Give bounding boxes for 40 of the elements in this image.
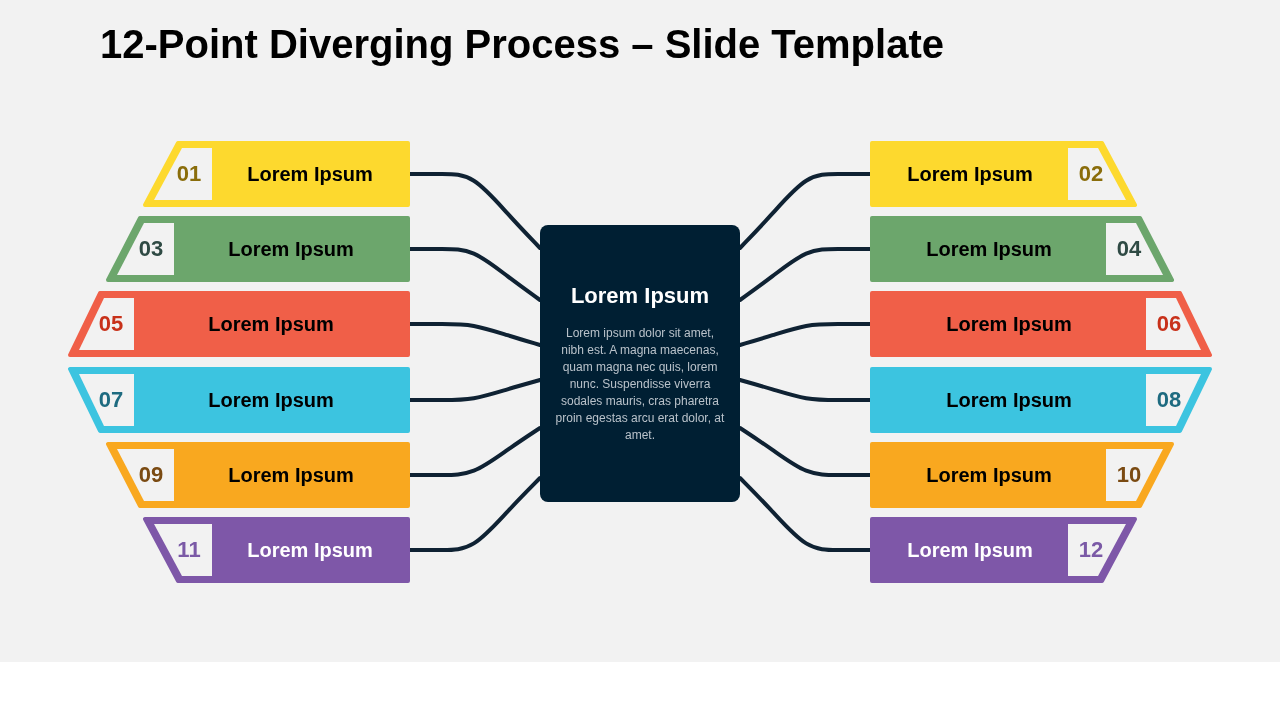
step-number: 06 (1155, 313, 1183, 335)
step-tag (145, 519, 408, 581)
step-tag (872, 143, 1135, 205)
step-label: Lorem Ipsum (946, 390, 1072, 410)
step-label: Lorem Ipsum (946, 314, 1072, 334)
step-number: 12 (1077, 539, 1105, 561)
step-number: 05 (97, 313, 125, 335)
step-tag (872, 444, 1172, 506)
step-number: 04 (1115, 238, 1143, 260)
step-number: 11 (176, 539, 202, 561)
step-number: 02 (1077, 163, 1105, 185)
step-number: 03 (137, 238, 165, 260)
slide-title: 12-Point Diverging Process – Slide Template (100, 22, 944, 67)
step-number: 10 (1115, 464, 1143, 486)
step-tag (872, 369, 1210, 431)
step-label: Lorem Ipsum (228, 239, 354, 259)
step-tag (108, 218, 408, 280)
step-number: 08 (1155, 389, 1183, 411)
center-card (540, 225, 740, 502)
step-tag (70, 369, 408, 431)
card-body-text: Lorem ipsum dolor sit amet, nibh est. A magna maecenas, quam magna nec quis, lorem nunc. Suspendisse viverra sodales mauris, cras pharetra proin egestas arcu erat dolor, at amet. (554, 325, 726, 444)
step-tag (145, 143, 408, 205)
step-tag (872, 218, 1172, 280)
step-label: Lorem Ipsum (926, 465, 1052, 485)
step-tag (872, 519, 1135, 581)
step-tag (70, 293, 408, 355)
card-heading: Lorem Ipsum (569, 283, 711, 309)
step-label: Lorem Ipsum (907, 540, 1033, 560)
step-label: Lorem Ipsum (208, 314, 334, 334)
step-label: Lorem Ipsum (208, 390, 334, 410)
step-tag (872, 293, 1210, 355)
step-label: Lorem Ipsum (228, 465, 354, 485)
step-label: Lorem Ipsum (247, 164, 373, 184)
step-label: Lorem Ipsum (907, 164, 1033, 184)
step-number: 01 (175, 163, 203, 185)
step-number: 07 (97, 389, 125, 411)
step-number: 09 (137, 464, 165, 486)
step-tag (108, 444, 408, 506)
step-label: Lorem Ipsum (247, 540, 373, 560)
step-label: Lorem Ipsum (926, 239, 1052, 259)
